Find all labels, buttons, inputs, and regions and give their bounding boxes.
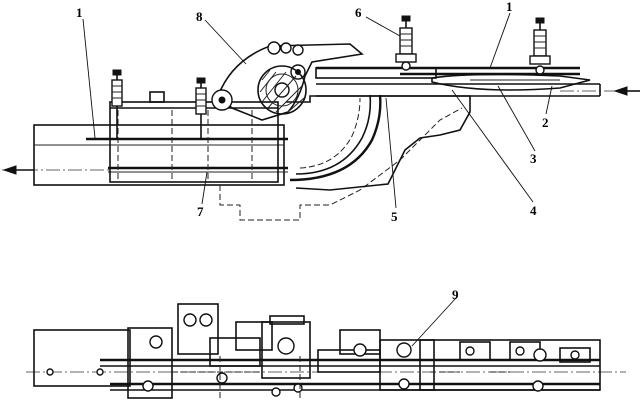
leader-1a <box>82 18 96 139</box>
stud-left-1 <box>111 69 123 140</box>
plan-fasteners <box>46 313 580 397</box>
curved-chute-hidden <box>299 97 361 169</box>
callout-1a: 1 <box>76 5 83 20</box>
leader-3 <box>497 85 536 152</box>
callout-9: 9 <box>452 287 459 302</box>
plan-block-2 <box>177 303 219 355</box>
roll-housing <box>109 101 279 183</box>
leader-5 <box>385 97 397 209</box>
callout-6: 6 <box>355 5 362 20</box>
callout-8: 8 <box>196 9 203 24</box>
pivot-arm <box>217 43 364 121</box>
callout-5: 5 <box>391 209 398 224</box>
leader-1b <box>489 12 511 69</box>
left-roller-core <box>218 96 226 104</box>
stud-right-1 <box>395 15 417 71</box>
plan-block-1 <box>127 327 173 399</box>
side-elevation: 1 8 6 1 2 3 4 5 7 <box>2 0 640 224</box>
leader-9 <box>411 297 457 347</box>
curved-chute-inner <box>295 94 372 175</box>
plan-block-10 <box>459 341 491 361</box>
chute-casing <box>286 95 471 191</box>
wedge-tongue <box>431 73 591 91</box>
stud-right-2 <box>529 17 551 75</box>
leader-6 <box>365 16 401 37</box>
plan-hidden-lines <box>172 356 510 398</box>
leader-2 <box>545 85 553 115</box>
leader-7 <box>201 171 208 205</box>
leader-8 <box>204 19 247 65</box>
main-drum <box>257 65 307 115</box>
arm-bolt-3 <box>292 44 304 56</box>
callout-3: 3 <box>530 151 537 166</box>
arm-bolt-1 <box>267 41 281 55</box>
plan-view: 9 <box>26 287 626 399</box>
plan-block-9 <box>379 339 435 391</box>
plan-block-4 <box>235 321 273 351</box>
main-drum-hub <box>274 82 290 98</box>
stud-left-2 <box>195 77 207 140</box>
callout-4: 4 <box>530 203 537 218</box>
callout-2: 2 <box>542 115 549 130</box>
plan-block-6 <box>269 315 305 325</box>
plan-block-12 <box>559 347 591 363</box>
plan-block-5 <box>261 321 311 379</box>
callout-7: 7 <box>197 204 204 219</box>
leader-4 <box>451 89 534 203</box>
left-base-block <box>33 124 285 186</box>
drum-hatching <box>259 69 305 113</box>
curved-chute-outer <box>289 94 382 182</box>
top-knob <box>149 91 165 103</box>
callout-1b: 1 <box>506 0 513 14</box>
plan-left-base <box>33 329 131 387</box>
arm-bolt-2 <box>280 42 292 54</box>
plan-block-3 <box>209 337 261 367</box>
lower-frame-hidden <box>219 107 463 221</box>
